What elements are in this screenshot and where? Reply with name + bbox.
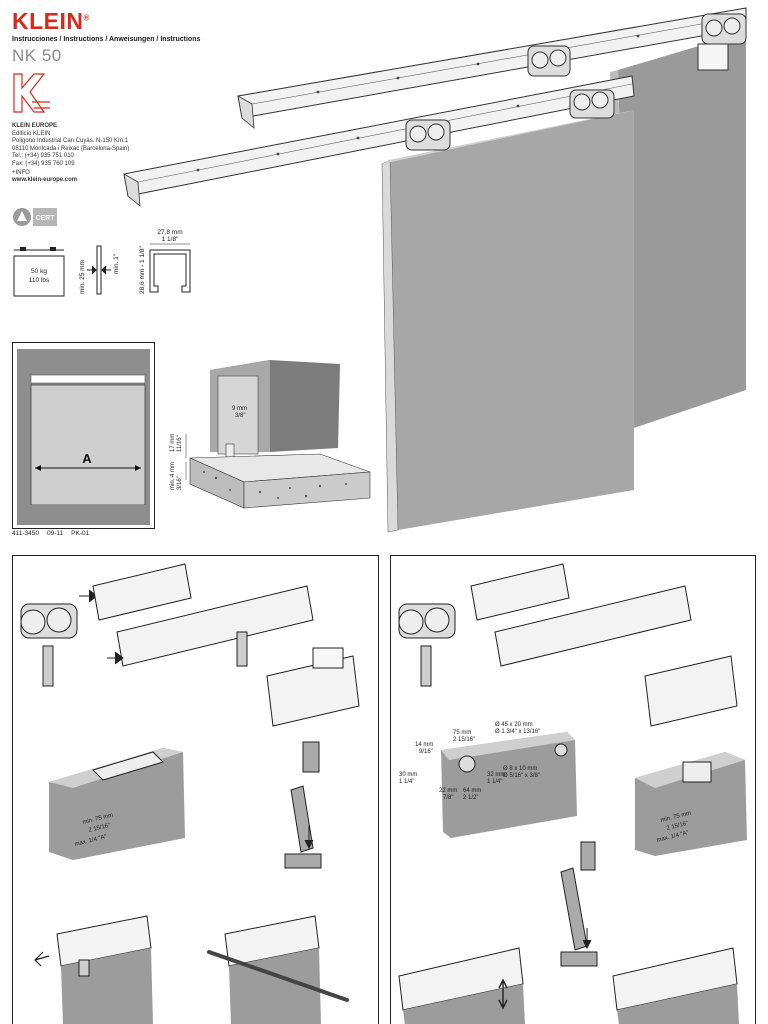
svg-text:9 mm: 9 mm xyxy=(232,406,247,412)
svg-text:min. 4 mm: min. 4 mm xyxy=(170,462,176,490)
bottom-assembly-left xyxy=(34,915,349,1024)
weight-box: 50 kg 110 lbs xyxy=(13,247,65,297)
guide-slot-right xyxy=(560,841,598,967)
svg-text:9/16": 9/16" xyxy=(419,749,433,755)
rear-door xyxy=(618,32,746,430)
roller-assembly-left xyxy=(20,563,192,687)
svg-text:14 mm: 14 mm xyxy=(415,742,433,748)
upper-roller xyxy=(527,13,747,77)
bottom-assembly-right xyxy=(398,947,739,1024)
svg-text:28,6 mm - 1 1/8": 28,6 mm - 1 1/8" xyxy=(139,245,146,294)
model-name: NK 50 xyxy=(12,46,62,65)
svg-text:30 mm: 30 mm xyxy=(399,772,417,778)
profile-diagram: 27,8 mm 1 1/8" 28,6 mm - 1 1/8" xyxy=(139,229,191,294)
door-top-detail-left: min. 75 mm 2 15/16" max. 1/4 "A" xyxy=(49,748,185,860)
klein-logo: KLEIN® xyxy=(12,8,90,34)
svg-text:50 kg: 50 kg xyxy=(31,268,47,275)
address: KLEIN EUROPE Edificio KLEIN Poligono Ind… xyxy=(12,123,222,185)
rail-assembly-left xyxy=(107,585,360,727)
svg-text:22 mm: 22 mm xyxy=(439,788,457,794)
roller-assembly-right xyxy=(398,563,738,727)
lower-rail xyxy=(123,75,635,207)
svg-text:7/8": 7/8" xyxy=(443,795,453,801)
svg-text:Ø 45 x 20 mm: Ø 45 x 20 mm xyxy=(495,722,533,728)
svg-text:75 mm: 75 mm xyxy=(453,730,471,736)
svg-text:Ø 1 3/4" x 13/16": Ø 1 3/4" x 13/16" xyxy=(495,729,540,735)
svg-text:3/16": 3/16" xyxy=(177,476,183,490)
svg-text:min. 1": min. 1" xyxy=(113,253,120,274)
svg-text:2 15/16": 2 15/16" xyxy=(453,737,475,743)
k-logo-icon xyxy=(12,72,222,119)
spec-diagrams: 50 kg 110 lbs min. 25 mm min. 1" 27,8 mm… xyxy=(10,228,210,318)
svg-text:32 mm: 32 mm xyxy=(487,772,505,778)
svg-text:17 mm: 17 mm xyxy=(170,434,176,452)
svg-text:Ø 5/16" x 3/8": Ø 5/16" x 3/8" xyxy=(503,773,540,779)
thickness-diagram: min. 25 mm min. 1" xyxy=(79,245,120,295)
svg-text:2 15/16": 2 15/16" xyxy=(666,821,689,832)
floor-guide-diagram: 9 mm 3/8" 17 mm 11/16" min. 4 mm 3/16" xyxy=(160,340,380,520)
drilled-door-right: 14 mm 9/16" 75 mm 2 15/16" Ø 45 x 20 mm … xyxy=(399,722,577,838)
svg-text:64 mm: 64 mm xyxy=(463,788,481,794)
svg-text:A: A xyxy=(82,451,92,466)
svg-text:2 15/16": 2 15/16" xyxy=(88,823,111,834)
svg-text:1 1/4": 1 1/4" xyxy=(399,779,414,785)
guide-slot-left xyxy=(284,741,322,869)
svg-text:11/16": 11/16" xyxy=(177,435,183,452)
instruction-panel-right: 14 mm 9/16" 75 mm 2 15/16" Ø 45 x 20 mm … xyxy=(390,555,756,1024)
svg-text:1 1/4": 1 1/4" xyxy=(487,779,502,785)
lower-roller xyxy=(405,89,615,151)
svg-text:110 lbs: 110 lbs xyxy=(29,277,50,284)
svg-text:3/8": 3/8" xyxy=(235,413,245,419)
svg-text:1 1/8": 1 1/8" xyxy=(162,236,179,243)
svg-text:CERT: CERT xyxy=(35,215,55,222)
brand-block: KLEIN® Instrucciones / Instructions / An… xyxy=(12,8,222,185)
hero-illustration xyxy=(118,0,768,540)
svg-text:min. 25 mm: min. 25 mm xyxy=(79,260,86,294)
subtitle: Instrucciones / Instructions / Anweisung… xyxy=(12,36,201,43)
front-door xyxy=(390,110,634,530)
door-width-diagram: A xyxy=(12,342,155,529)
instruction-panel-left: min. 75 mm 2 15/16" max. 1/4 "A" xyxy=(12,555,379,1024)
door-corner-right: min. 75 mm 2 15/16" max. 1/4 "A" xyxy=(635,752,747,856)
svg-text:27,8 mm: 27,8 mm xyxy=(157,229,182,236)
svg-text:2 1/2": 2 1/2" xyxy=(463,795,478,801)
cert-badge: CERT xyxy=(12,206,58,228)
svg-text:Ø 8 x 10 mm: Ø 8 x 10 mm xyxy=(503,766,537,772)
website-link[interactable]: www.klein-europe.com xyxy=(12,177,78,184)
